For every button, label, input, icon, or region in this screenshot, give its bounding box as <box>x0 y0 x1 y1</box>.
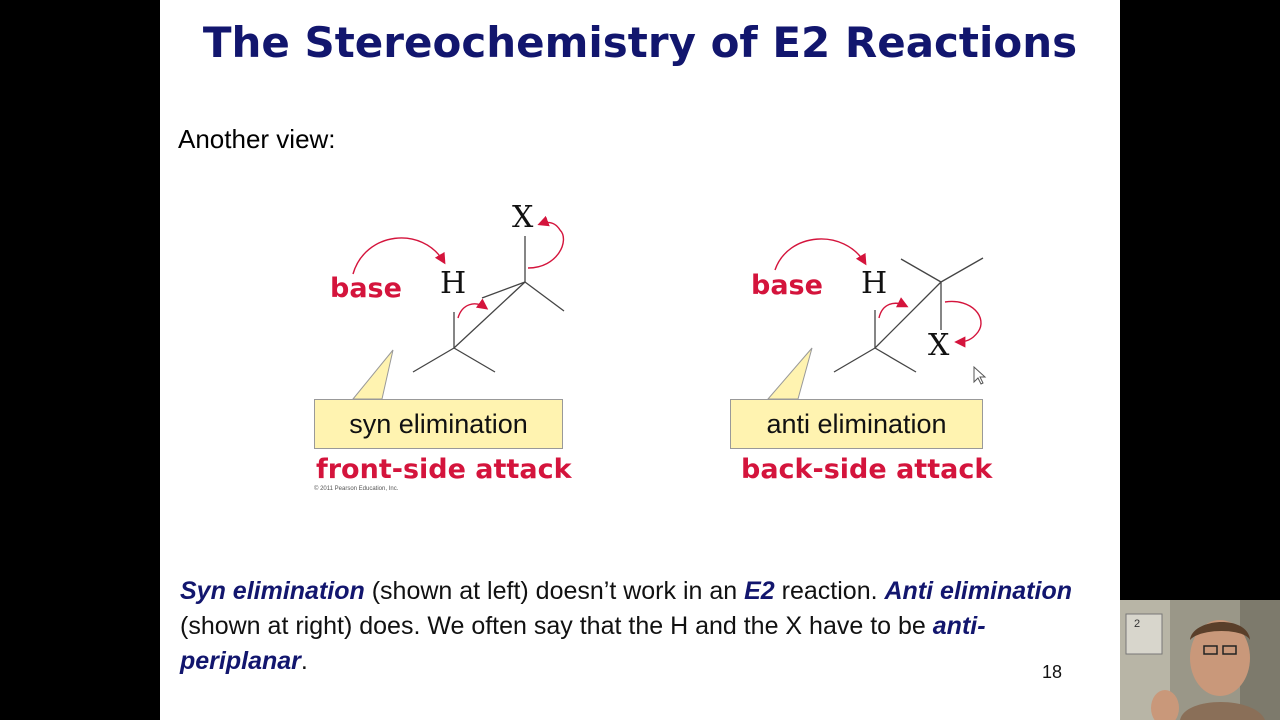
mouse-cursor-icon <box>973 365 987 385</box>
syn-callout-tail <box>351 349 394 400</box>
syn-x-atom: X <box>512 200 534 235</box>
e2-term: E2 <box>744 577 775 605</box>
syn-elimination-callout: syn elimination <box>314 399 563 449</box>
anti-bond <box>900 258 942 283</box>
anti-cc-bond <box>874 281 942 349</box>
body-text: (shown at left) doesn’t work in an <box>364 577 745 605</box>
anti-callout-tail <box>766 347 813 400</box>
syn-bond <box>453 347 496 373</box>
explanation-paragraph: Syn elimination (shown at left) doesn’t … <box>180 574 1100 679</box>
syn-arrow-base <box>352 237 446 275</box>
syn-bond <box>412 347 455 373</box>
copyright-notice: © 2011 Pearson Education, Inc. <box>314 486 399 492</box>
anti-bond <box>833 347 876 373</box>
anti-periplanar-term: anti-periplanar <box>180 612 986 675</box>
syn-base-label: base <box>330 273 402 304</box>
newman-diagrams <box>351 215 987 400</box>
syn-elimination-term: Syn elimination <box>180 577 365 605</box>
slide-title: The Stereochemistry of E2 Reactions <box>202 18 1078 67</box>
syn-arrow-x <box>527 215 565 269</box>
anti-elimination-term: Anti elimination <box>884 577 1073 605</box>
anti-arrow-base <box>774 238 867 271</box>
anti-arrow-bond <box>878 297 909 319</box>
anti-x-atom: X <box>928 328 950 363</box>
syn-h-atom: H <box>440 266 467 301</box>
anti-arrow-x <box>944 300 982 348</box>
syn-arrow-bond <box>457 298 489 319</box>
slide: The Stereochemistry of E2 Reactions Anot… <box>160 0 1120 720</box>
presenter-video-frame <box>1120 600 1280 720</box>
presenter-face <box>1190 620 1250 696</box>
anti-h-atom: H <box>861 266 888 301</box>
body-text: . <box>300 647 308 675</box>
anti-bond <box>940 257 984 283</box>
subheading: Another view: <box>178 124 336 154</box>
body-text: reaction. <box>774 577 885 605</box>
anti-caption: back-side attack <box>741 454 993 485</box>
syn-molecule <box>412 236 565 373</box>
anti-base-label: base <box>751 270 823 301</box>
syn-bond <box>481 281 526 299</box>
anti-molecule <box>833 257 984 373</box>
syn-bond <box>524 281 565 312</box>
syn-cc-bond <box>453 281 526 349</box>
slide-number: 18 <box>1042 662 1063 682</box>
body-text: (shown at right) does. We often say that… <box>180 612 933 640</box>
anti-bond <box>874 347 917 373</box>
webcam-badge: 2 <box>1134 618 1141 630</box>
syn-caption: front-side attack <box>316 454 572 485</box>
anti-elimination-callout: anti elimination <box>730 399 983 449</box>
presenter-webcam: 2 <box>1120 600 1280 720</box>
anti-arrows <box>774 238 982 348</box>
syn-arrows <box>352 215 565 319</box>
